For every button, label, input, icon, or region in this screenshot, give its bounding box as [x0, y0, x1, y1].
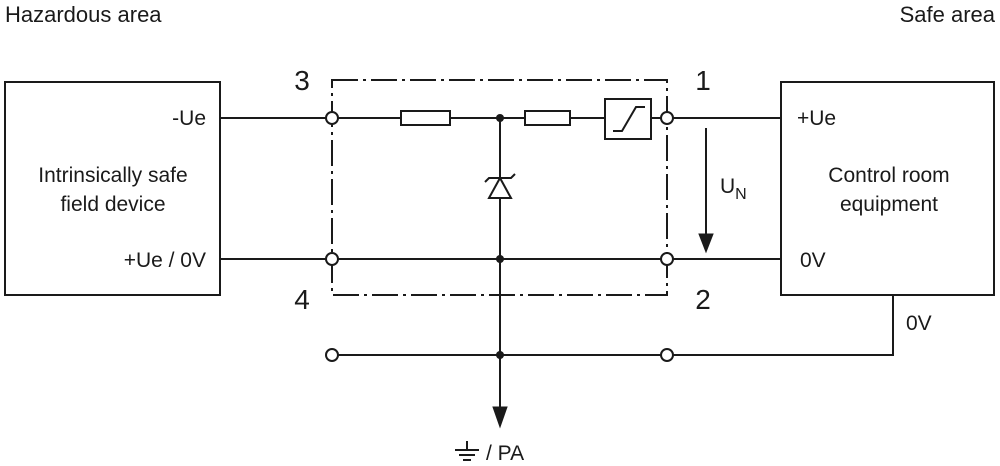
field-device-box: -Ue Intrinsically safe field device +Ue … — [4, 81, 221, 296]
terminal-ground-left-circle — [325, 348, 339, 362]
zener-diode-icon — [484, 173, 516, 199]
terminal-3-label: 3 — [294, 65, 310, 96]
field-device-terminal-bottom: +Ue / 0V — [124, 249, 206, 272]
terminal-4-label: 4 — [294, 284, 310, 315]
current-limiter-curve — [613, 106, 645, 132]
terminal-1-circle — [660, 111, 674, 125]
control-room-terminal-bottom: 0V — [800, 249, 826, 272]
control-room-outline — [780, 81, 995, 296]
fuse-1-icon — [400, 110, 451, 126]
control-room-title-line2: equipment — [840, 193, 938, 216]
junction-node-top — [496, 114, 504, 122]
control-room-box: +Ue Control room equipment 0V — [780, 81, 995, 296]
zener-diode-body — [487, 175, 513, 199]
terminal-2-label: 2 — [695, 284, 711, 315]
earth-ground-icon — [455, 441, 479, 461]
field-device-terminal-top: -Ue — [172, 107, 206, 130]
ground-wire-label: 0V — [906, 312, 932, 335]
zener-diode-bar — [484, 173, 516, 183]
voltage-subscript: N — [735, 186, 747, 203]
hazardous-area-label: Hazardous area — [5, 2, 162, 27]
control-room-terminal-top: +Ue — [797, 107, 836, 130]
earth-label: / PA — [486, 442, 524, 465]
voltage-arrow — [698, 128, 714, 254]
voltage-symbol: U — [720, 175, 735, 198]
field-device-title-line2: field device — [60, 193, 165, 216]
voltage-label: UN — [720, 175, 747, 203]
control-room-title-line1: Control room — [828, 164, 949, 187]
terminal-2-circle — [660, 252, 674, 266]
arrow-down-icon — [698, 233, 714, 254]
fuse-2-icon — [524, 110, 571, 126]
junction-node-bottom — [496, 255, 504, 263]
field-device-title-line1: Intrinsically safe — [38, 164, 187, 187]
earth-arrow-icon — [492, 406, 508, 429]
terminal-3-circle — [325, 111, 339, 125]
terminal-4-circle — [325, 252, 339, 266]
current-limiter-icon — [604, 98, 652, 140]
wire-ground-to-control-room — [673, 295, 894, 356]
terminal-ground-right-circle — [660, 348, 674, 362]
terminal-1-label: 1 — [695, 65, 711, 96]
safe-area-label: Safe area — [900, 2, 996, 27]
junction-node-ground — [496, 351, 504, 359]
field-device-outline — [4, 81, 221, 296]
